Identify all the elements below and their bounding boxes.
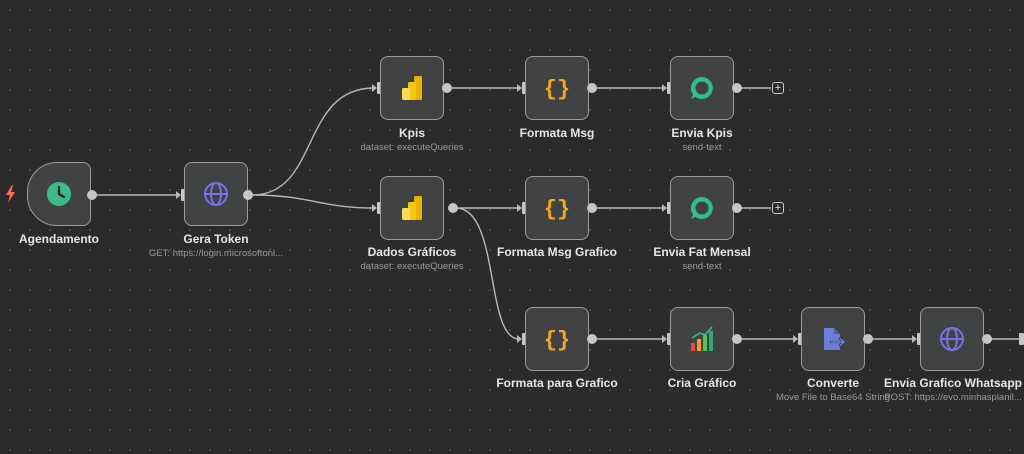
- connection-dados-graficos-formata-para-grafico: [455, 207, 520, 340]
- node-converte[interactable]: [801, 307, 865, 371]
- node-label-cria-grafico: Cria Gráfico: [667, 376, 737, 390]
- connection-gera-token-dados-graficos: [251, 194, 375, 209]
- node-subtitle-envia-fat-mensal: send-text: [682, 261, 722, 272]
- svg-text:{}: {}: [544, 328, 570, 353]
- node-label-gera-token: Gera Token: [183, 232, 249, 246]
- powerbi-icon: [402, 76, 422, 100]
- powerbi-icon: [402, 196, 422, 220]
- globe-icon: [204, 182, 228, 206]
- input-handle[interactable]: [917, 333, 922, 345]
- output-handle[interactable]: [982, 334, 992, 344]
- globe-icon: [940, 327, 964, 351]
- node-envia-kpis[interactable]: [670, 56, 734, 120]
- node-formata-msg-grafico[interactable]: {}: [525, 176, 589, 240]
- chat-bubble-icon: [690, 76, 713, 99]
- file-convert-icon: [824, 328, 846, 350]
- output-handle[interactable]: [732, 203, 742, 213]
- curly-braces-icon: {}: [544, 328, 570, 353]
- node-label-kpis: Kpis: [398, 126, 425, 140]
- lightning-bolt-icon: [6, 185, 15, 203]
- node-subtitle-dados-graficos: dataset: executeQueries: [360, 261, 464, 272]
- output-handle[interactable]: [732, 83, 742, 93]
- node-subtitle-envia-kpis: send-text: [682, 142, 722, 153]
- output-handle[interactable]: [243, 190, 253, 200]
- input-handle[interactable]: [667, 202, 672, 214]
- input-handle[interactable]: [522, 82, 527, 94]
- input-handle[interactable]: [522, 202, 527, 214]
- node-label-agendamento: Agendamento: [18, 232, 99, 246]
- svg-text:{}: {}: [544, 77, 570, 102]
- output-handle[interactable]: [863, 334, 873, 344]
- output-handle[interactable]: [442, 83, 452, 93]
- node-cria-grafico[interactable]: [670, 307, 734, 371]
- node-label-formata-msg-grafico: Formata Msg Grafico: [496, 245, 618, 259]
- svg-text:{}: {}: [544, 197, 570, 222]
- clock-icon: [47, 182, 71, 206]
- node-kpis[interactable]: [380, 56, 444, 120]
- node-subtitle-gera-token: GET: https://login.microsoftonl...: [148, 248, 284, 259]
- input-handle[interactable]: [667, 82, 672, 94]
- node-label-formata-msg: Formata Msg: [519, 126, 595, 140]
- curly-braces-icon: {}: [544, 77, 570, 102]
- node-formata-para-grafico[interactable]: {}: [525, 307, 589, 371]
- bar-chart-icon: [691, 326, 713, 351]
- output-handle[interactable]: [87, 190, 97, 200]
- node-subtitle-kpis: dataset: executeQueries: [360, 142, 464, 153]
- node-label-formata-para-grafico: Formata para Grafico: [496, 376, 618, 390]
- input-handle[interactable]: [798, 333, 803, 345]
- input-handle[interactable]: [1019, 333, 1024, 345]
- input-handle[interactable]: [181, 189, 186, 201]
- node-label-dados-graficos: Dados Gráficos: [367, 245, 457, 259]
- input-handle[interactable]: [377, 82, 382, 94]
- curly-braces-icon: {}: [544, 197, 570, 222]
- node-subtitle-converte: Move File to Base64 String: [775, 392, 891, 403]
- node-envia-grafico-whatsapp[interactable]: [920, 307, 984, 371]
- output-handle[interactable]: [587, 203, 597, 213]
- node-subtitle-envia-grafico-whatsapp: POST: https://evo.minhasplanil...: [884, 392, 1022, 403]
- output-handle[interactable]: [732, 334, 742, 344]
- input-handle[interactable]: [667, 333, 672, 345]
- input-handle[interactable]: [522, 333, 527, 345]
- output-handle[interactable]: [587, 83, 597, 93]
- node-label-envia-grafico-whatsapp: Envia Grafico Whatsapp: [883, 376, 1023, 390]
- input-handle[interactable]: [377, 202, 382, 214]
- output-handle[interactable]: [448, 203, 458, 213]
- output-handle[interactable]: [587, 334, 597, 344]
- node-label-envia-fat-mensal: Envia Fat Mensal: [653, 245, 751, 259]
- node-gera-token[interactable]: [184, 162, 248, 226]
- node-formata-msg[interactable]: {}: [525, 56, 589, 120]
- connection-gera-token-kpis: [251, 87, 375, 196]
- chat-bubble-icon: [690, 196, 713, 219]
- node-label-converte: Converte: [806, 376, 859, 390]
- node-dados-graficos[interactable]: [380, 176, 444, 240]
- add-node-button[interactable]: +: [772, 82, 784, 94]
- node-agendamento[interactable]: [27, 162, 91, 226]
- node-label-envia-kpis: Envia Kpis: [671, 126, 733, 140]
- add-node-button[interactable]: +: [772, 202, 784, 214]
- node-envia-fat-mensal[interactable]: [670, 176, 734, 240]
